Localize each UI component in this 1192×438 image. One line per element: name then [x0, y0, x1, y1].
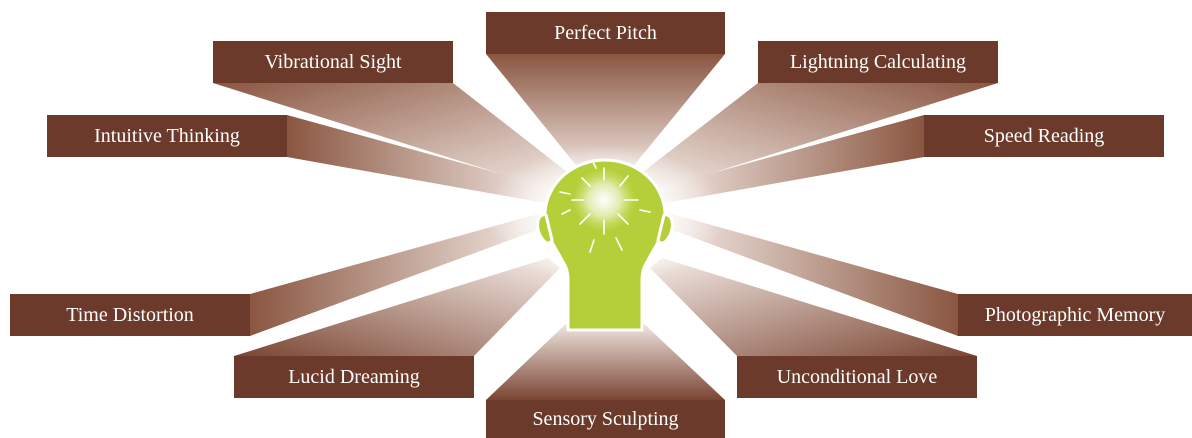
ability-label-lucid-dreaming: Lucid Dreaming	[234, 356, 474, 398]
beam-perfect-pitch	[486, 54, 725, 180]
ability-label-photographic-memory: Photographic Memory	[958, 294, 1192, 336]
beam-intuitive-thinking	[287, 115, 560, 205]
beam-sensory-sculpting	[486, 320, 725, 400]
beam-time-distortion	[250, 212, 548, 336]
beam-lightning-calculating	[630, 83, 998, 192]
ability-label-vibrational-sight: Vibrational Sight	[213, 41, 453, 83]
ability-label-time-distortion: Time Distortion	[10, 294, 250, 336]
ability-label-intuitive-thinking: Intuitive Thinking	[47, 115, 287, 157]
ability-label-speed-reading: Speed Reading	[924, 115, 1164, 157]
beam-unconditional-love	[650, 258, 977, 356]
beam-speed-reading	[650, 115, 924, 205]
ability-label-sensory-sculpting: Sensory Sculpting	[486, 400, 725, 438]
ability-label-unconditional-love: Unconditional Love	[737, 356, 977, 398]
beam-vibrational-sight	[213, 83, 580, 192]
ability-label-perfect-pitch: Perfect Pitch	[486, 12, 725, 54]
beam-lucid-dreaming	[234, 258, 560, 356]
beam-photographic-memory	[662, 212, 958, 336]
ability-label-lightning-calculating: Lightning Calculating	[758, 41, 998, 83]
sparkle-burst-icon	[559, 159, 651, 253]
